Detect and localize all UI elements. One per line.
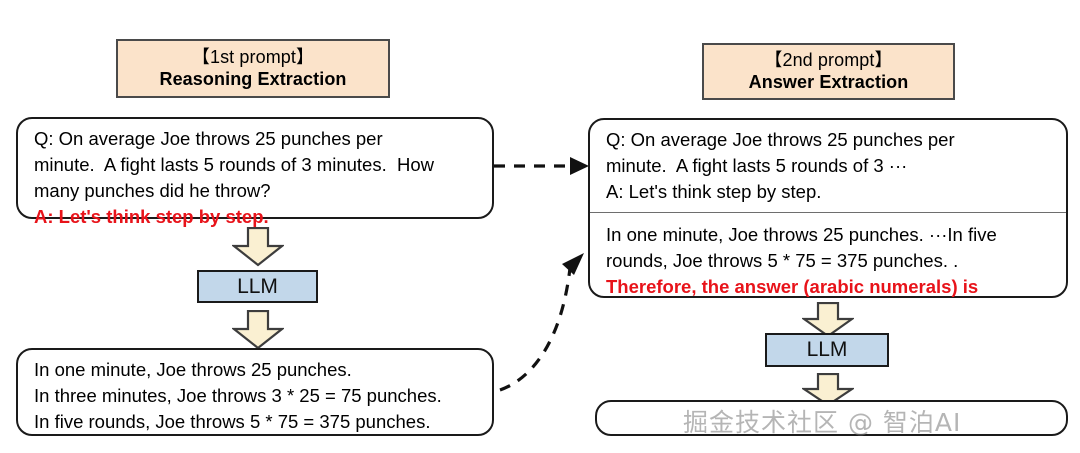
first-prompt-header-top: 【1st prompt】 bbox=[191, 47, 315, 68]
second-prompt-header-bottom: Answer Extraction bbox=[748, 71, 909, 92]
first-prompt-header: 【1st prompt】 Reasoning Extraction bbox=[116, 39, 390, 98]
reasoning-line-3: In five rounds, Joe throws 5 * 75 = 375 … bbox=[34, 411, 431, 432]
answer-prompt-lower-section: In one minute, Joe throws 25 punches. ··… bbox=[590, 212, 1066, 307]
answer-prompt-upper-line-2: minute. A fight lasts 5 rounds of 3 ··· bbox=[606, 155, 908, 176]
down-arrow-icon bbox=[800, 372, 856, 412]
question-line-4-trigger: A: Let's think step by step. bbox=[34, 206, 269, 227]
first-prompt-header-bottom: Reasoning Extraction bbox=[159, 68, 347, 89]
down-arrow-icon bbox=[800, 301, 856, 343]
final-answer-box bbox=[595, 400, 1068, 436]
second-prompt-header: 【2nd prompt】 Answer Extraction bbox=[702, 43, 955, 100]
down-arrow-icon bbox=[230, 309, 286, 355]
dashed-arrow-icon bbox=[494, 157, 589, 175]
answer-prompt-upper-line-1: Q: On average Joe throws 25 punches per bbox=[606, 129, 955, 150]
question-line-1: Q: On average Joe throws 25 punches per bbox=[34, 128, 383, 149]
reasoning-line-2: In three minutes, Joe throws 3 * 25 = 75… bbox=[34, 385, 442, 406]
answer-prompt-lower-line-1: In one minute, Joe throws 25 punches. ··… bbox=[606, 224, 997, 245]
watermark-text: 掘金技术社区 @ 智泊AI bbox=[683, 408, 962, 437]
answer-prompt-lower-line-2: rounds, Joe throws 5 * 75 = 375 punches.… bbox=[606, 250, 959, 271]
reasoning-output-box: In one minute, Joe throws 25 punches. In… bbox=[16, 348, 494, 436]
question-line-3: many punches did he throw? bbox=[34, 180, 271, 201]
reasoning-line-1: In one minute, Joe throws 25 punches. bbox=[34, 359, 352, 380]
llm-box-reasoning: LLM bbox=[197, 270, 318, 303]
second-prompt-header-top: 【2nd prompt】 bbox=[764, 50, 893, 71]
answer-prompt-upper-line-3: A: Let's think step by step. bbox=[606, 181, 822, 202]
answer-prompt-upper-section: Q: On average Joe throws 25 punches per … bbox=[590, 120, 1066, 212]
llm-box-reasoning-label: LLM bbox=[237, 274, 278, 298]
question-line-2: minute. A fight lasts 5 rounds of 3 minu… bbox=[34, 154, 435, 175]
llm-box-answer-label: LLM bbox=[806, 338, 848, 361]
question-prompt-box: Q: On average Joe throws 25 punches per … bbox=[16, 117, 494, 227]
answer-prompt-box: Q: On average Joe throws 25 punches per … bbox=[588, 118, 1068, 298]
llm-box-answer: LLM bbox=[765, 333, 889, 367]
down-arrow-icon bbox=[230, 226, 286, 272]
answer-prompt-lower-line-3-trigger: Therefore, the answer (arabic numerals) … bbox=[606, 276, 979, 297]
